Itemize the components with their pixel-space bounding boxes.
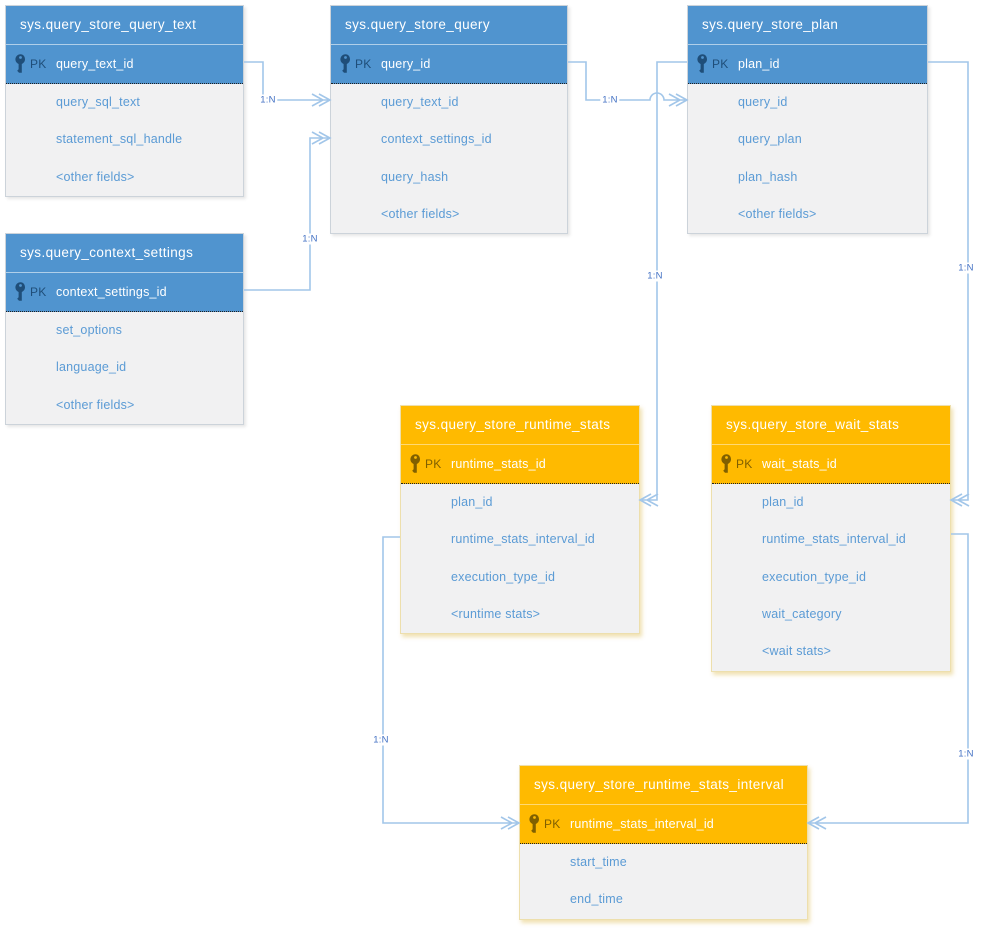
field-row: context_settings_id	[381, 132, 492, 147]
field-row: plan_id	[451, 495, 493, 509]
cardinality-label: 1:N	[300, 233, 320, 245]
field-row: language_id	[56, 360, 127, 375]
pk-field-name: query_id	[381, 57, 431, 71]
field-row: execution_type_id	[762, 569, 867, 584]
table-sys-query-store-runtime-stats: sys.query_store_runtime_stats PK runtime…	[400, 405, 640, 635]
field-row: <other fields>	[56, 397, 135, 412]
primary-key-icon	[340, 54, 351, 76]
field-row: runtime_stats_interval_id	[451, 532, 595, 547]
connector-query-to-plan	[568, 61, 689, 107]
field-row: <other fields>	[56, 169, 135, 184]
cardinality-label: 1:N	[258, 94, 278, 106]
pk-row: PK context_settings_id	[6, 272, 243, 312]
pk-label: PK	[544, 817, 561, 831]
pk-field-name: runtime_stats_id	[451, 457, 546, 471]
field-row: runtime_stats_interval_id	[762, 532, 906, 547]
pk-field-name: runtime_stats_interval_id	[570, 817, 714, 831]
field-row: start_time	[570, 855, 627, 869]
field-row: <runtime stats>	[451, 606, 541, 621]
primary-key-icon	[15, 54, 26, 76]
table-sys-query-store-query-text: sys.query_store_query_text PK query_text…	[5, 5, 244, 197]
pk-field-name: wait_stats_id	[762, 457, 837, 471]
table-sys-query-store-plan: sys.query_store_plan PK plan_id query_id…	[687, 5, 928, 235]
connector-context-settings-to-query	[244, 131, 332, 291]
field-row: <other fields>	[738, 206, 817, 221]
pk-label: PK	[736, 457, 753, 471]
table-sys-query-store-query: sys.query_store_query PK query_id query_…	[330, 5, 568, 235]
cardinality-label: 1:N	[956, 262, 976, 274]
table-sys-query-store-runtime-stats-interval: sys.query_store_runtime_stats_interval P…	[519, 765, 808, 920]
cardinality-label: 1:N	[956, 748, 976, 760]
pk-label: PK	[30, 285, 47, 299]
cardinality-label: 1:N	[645, 270, 665, 282]
pk-row: PK query_text_id	[6, 44, 243, 84]
pk-row: PK wait_stats_id	[712, 444, 950, 484]
field-row: end_time	[570, 892, 624, 907]
primary-key-icon	[529, 814, 540, 836]
field-row: execution_type_id	[451, 569, 556, 584]
field-list: plan_id runtime_stats_interval_id execut…	[401, 484, 639, 634]
cardinality-label: 1:N	[600, 94, 620, 106]
table-title: sys.query_store_query	[331, 6, 567, 44]
pk-row: PK runtime_stats_interval_id	[520, 804, 807, 844]
pk-label: PK	[425, 457, 442, 471]
field-row: wait_category	[762, 606, 842, 621]
field-list: query_id query_plan plan_hash <other fie…	[688, 84, 927, 234]
table-title: sys.query_context_settings	[6, 234, 243, 272]
field-row: query_sql_text	[56, 95, 141, 109]
pk-label: PK	[712, 57, 729, 71]
field-row: <wait stats>	[762, 644, 832, 659]
pk-row: PK plan_id	[688, 44, 927, 84]
primary-key-icon	[410, 454, 421, 476]
primary-key-icon	[15, 282, 26, 304]
table-title: sys.query_store_plan	[688, 6, 927, 44]
field-list: plan_id runtime_stats_interval_id execut…	[712, 484, 950, 671]
table-title: sys.query_store_runtime_stats	[401, 406, 639, 444]
pk-field-name: plan_id	[738, 57, 780, 71]
field-row: query_plan	[738, 132, 802, 147]
field-list: set_options language_id <other fields>	[6, 312, 243, 424]
field-row: set_options	[56, 323, 123, 337]
connector-plan-to-runtime-stats	[638, 61, 687, 507]
field-row: plan_id	[762, 495, 804, 509]
primary-key-icon	[721, 454, 732, 476]
field-row: query_id	[738, 95, 788, 109]
field-row: statement_sql_handle	[56, 132, 183, 147]
pk-label: PK	[30, 57, 47, 71]
table-sys-query-context-settings: sys.query_context_settings PK context_se…	[5, 233, 244, 425]
pk-row: PK runtime_stats_id	[401, 444, 639, 484]
pk-field-name: query_text_id	[56, 57, 134, 71]
field-row: query_text_id	[381, 95, 459, 109]
table-title: sys.query_store_wait_stats	[712, 406, 950, 444]
primary-key-icon	[697, 54, 708, 76]
field-row: plan_hash	[738, 169, 798, 184]
pk-label: PK	[355, 57, 372, 71]
table-title: sys.query_store_runtime_stats_interval	[520, 766, 807, 804]
field-list: query_sql_text statement_sql_handle <oth…	[6, 84, 243, 196]
pk-row: PK query_id	[331, 44, 567, 84]
cardinality-label: 1:N	[371, 734, 391, 746]
field-list: query_text_id context_settings_id query_…	[331, 84, 567, 234]
field-list: start_time end_time	[520, 844, 807, 919]
table-title: sys.query_store_query_text	[6, 6, 243, 44]
pk-field-name: context_settings_id	[56, 285, 167, 299]
field-row: query_hash	[381, 169, 449, 184]
table-sys-query-store-wait-stats: sys.query_store_wait_stats PK wait_stats…	[711, 405, 951, 672]
connector-query-text-to-query	[244, 61, 332, 107]
field-row: <other fields>	[381, 206, 460, 221]
